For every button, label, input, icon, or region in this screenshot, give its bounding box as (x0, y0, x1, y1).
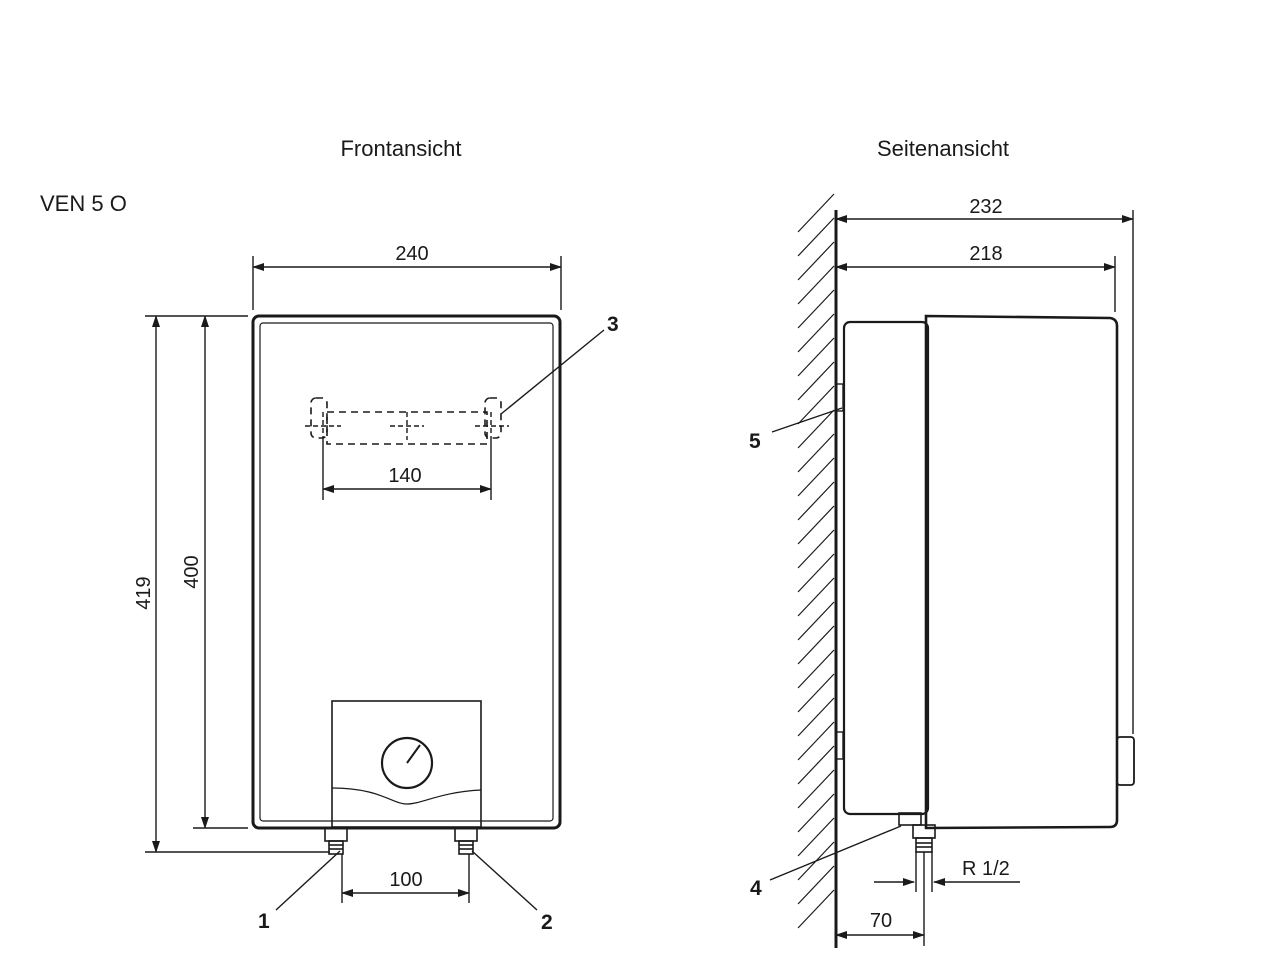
hatch-line (797, 745, 835, 785)
hatch-line (797, 457, 835, 497)
hatch-line (797, 481, 835, 521)
dim-pipes-label: 100 (389, 869, 422, 891)
leader-4 (769, 825, 902, 881)
hatch-line (797, 505, 835, 545)
callout-5: 5 (749, 430, 761, 453)
control-panel (331, 700, 482, 828)
wall-hatching (797, 193, 835, 929)
dim-depth-total (835, 210, 1134, 734)
hatch-line (797, 865, 835, 905)
hatch-line (797, 673, 835, 713)
hatch-line (797, 217, 835, 257)
control-panel-divider (331, 787, 482, 805)
hatch-line (797, 265, 835, 305)
dim-depth-total-label: 232 (969, 196, 1002, 218)
side-rear-body (842, 320, 930, 816)
callout-3: 3 (607, 313, 619, 336)
hatch-line (797, 817, 835, 857)
front-housing-inner (259, 322, 554, 822)
hatch-line (797, 697, 835, 737)
dim-bracket (322, 440, 492, 500)
dim-height-total (145, 315, 330, 853)
hatch-line (797, 409, 835, 449)
model-label: VEN 5 O (40, 191, 127, 216)
hatch-line (797, 241, 835, 281)
mounting-hole-marks (305, 412, 509, 440)
hatch-line (797, 385, 835, 425)
hatch-line (797, 721, 835, 761)
front-view-title: Frontansicht (340, 136, 461, 161)
dim-height-body (193, 315, 248, 829)
side-front-cover (924, 314, 1119, 830)
hatch-line (797, 337, 835, 377)
dim-thread (874, 852, 1020, 892)
hatch-line (797, 193, 835, 233)
hatch-line (797, 793, 835, 833)
hatch-line (797, 529, 835, 569)
dim-height-total-label: 419 (133, 576, 155, 609)
hatch-line (797, 769, 835, 809)
hatch-line (797, 649, 835, 689)
side-pipe (898, 812, 936, 853)
callout-1: 1 (258, 910, 270, 933)
dim-width (252, 256, 562, 310)
side-knob (1116, 736, 1135, 786)
hatch-line (797, 577, 835, 617)
callout-2: 2 (541, 911, 553, 934)
leader-2 (471, 850, 538, 911)
hatch-line (797, 625, 835, 665)
hatch-line (797, 361, 835, 401)
dim-depth-body-label: 218 (969, 243, 1002, 265)
front-housing-outline (251, 314, 562, 830)
hatch-line (797, 553, 835, 593)
hatch-line (797, 889, 835, 929)
dim-width-label: 240 (395, 243, 428, 265)
dim-height-body-label: 400 (181, 555, 203, 588)
dim-offset-label: 70 (870, 910, 892, 932)
dim-pipes (341, 854, 470, 903)
callout-4: 4 (750, 877, 762, 900)
side-view-title: Seitenansicht (877, 136, 1009, 161)
hatch-line (797, 433, 835, 473)
dim-thread-label: R 1/2 (962, 858, 1010, 880)
side-view: 232 218 70 R 1/2 4 5 (749, 193, 1135, 948)
pipe-connection-cold (324, 827, 348, 855)
leader-5 (771, 407, 843, 433)
dim-depth-body (835, 256, 1116, 312)
knob-indicator (406, 744, 421, 764)
leader-1 (275, 850, 341, 911)
hatch-line (797, 601, 835, 641)
leader-3 (500, 329, 605, 415)
dim-bracket-label: 140 (388, 465, 421, 487)
pipe-connection-hot (454, 827, 478, 855)
temperature-knob-icon (380, 736, 434, 790)
hatch-line (797, 313, 835, 353)
dim-offset (835, 852, 925, 946)
wall-bracket (310, 397, 502, 445)
front-view: 240 419 400 140 100 1 (133, 243, 619, 934)
hatch-line (797, 289, 835, 329)
